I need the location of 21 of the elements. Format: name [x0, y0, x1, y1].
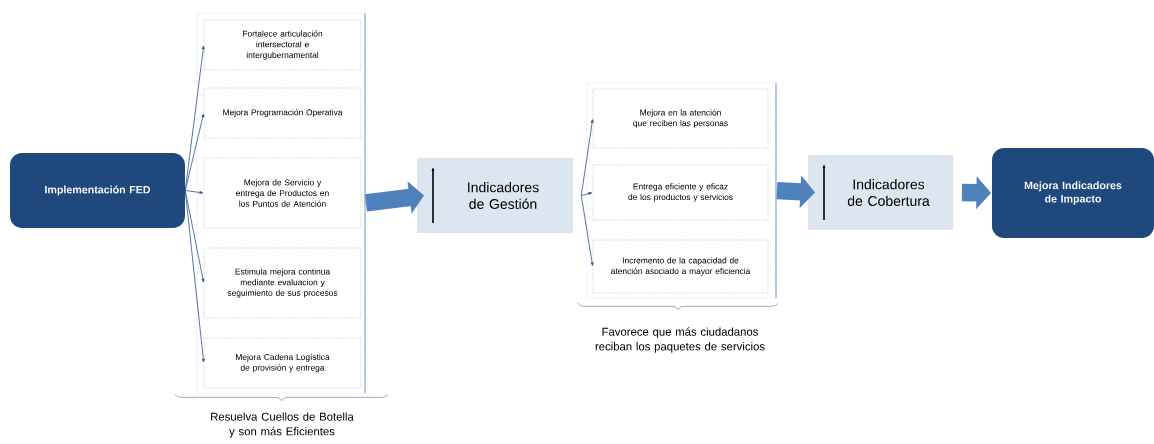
dashed-box: Mejora en la atención que reciben las personas [592, 88, 769, 149]
arrow [184, 190, 205, 363]
caption-text: Resuelva Cuellos de Botella y son más Eficientes [211, 412, 354, 438]
dashed-box: Mejora Cadena Logística de provisión y entrega [203, 337, 362, 389]
rounded-box: Implementación FED [10, 153, 185, 228]
arrow [184, 113, 205, 191]
arrow [184, 190, 205, 283]
rounded-box: Mejora Indicadores de Impacto [992, 148, 1154, 238]
arrow [580, 119, 594, 196]
dashed-box: Estimula mejora continua mediante evaluacion y seguimiento de sus procesos [203, 247, 362, 319]
dashed-box: Mejora de Servicio y entrega de Productos en los Puntos de Atención [203, 157, 362, 229]
dashed-box: Incremento de la capacidad de atención asociado a mayor eficiencia [592, 239, 769, 294]
dashed-box: Mejora Programación Operativa [203, 87, 362, 139]
dashed-box: Entrega eficiente y eficaz de los productos y servicios [592, 164, 769, 221]
arrow [184, 190, 203, 194]
indicator-box: Indicadores de Gestión [417, 158, 573, 233]
caption-text: Favorece que más ciudadanos reciban los paquetes de servicios [595, 327, 765, 353]
arrow [580, 192, 593, 196]
dashed-box: Fortalece articulación intersectoral e intergubernamental [203, 19, 362, 71]
indicator-box: Indicadores de Cobertura [808, 155, 953, 230]
arrow [580, 195, 594, 266]
